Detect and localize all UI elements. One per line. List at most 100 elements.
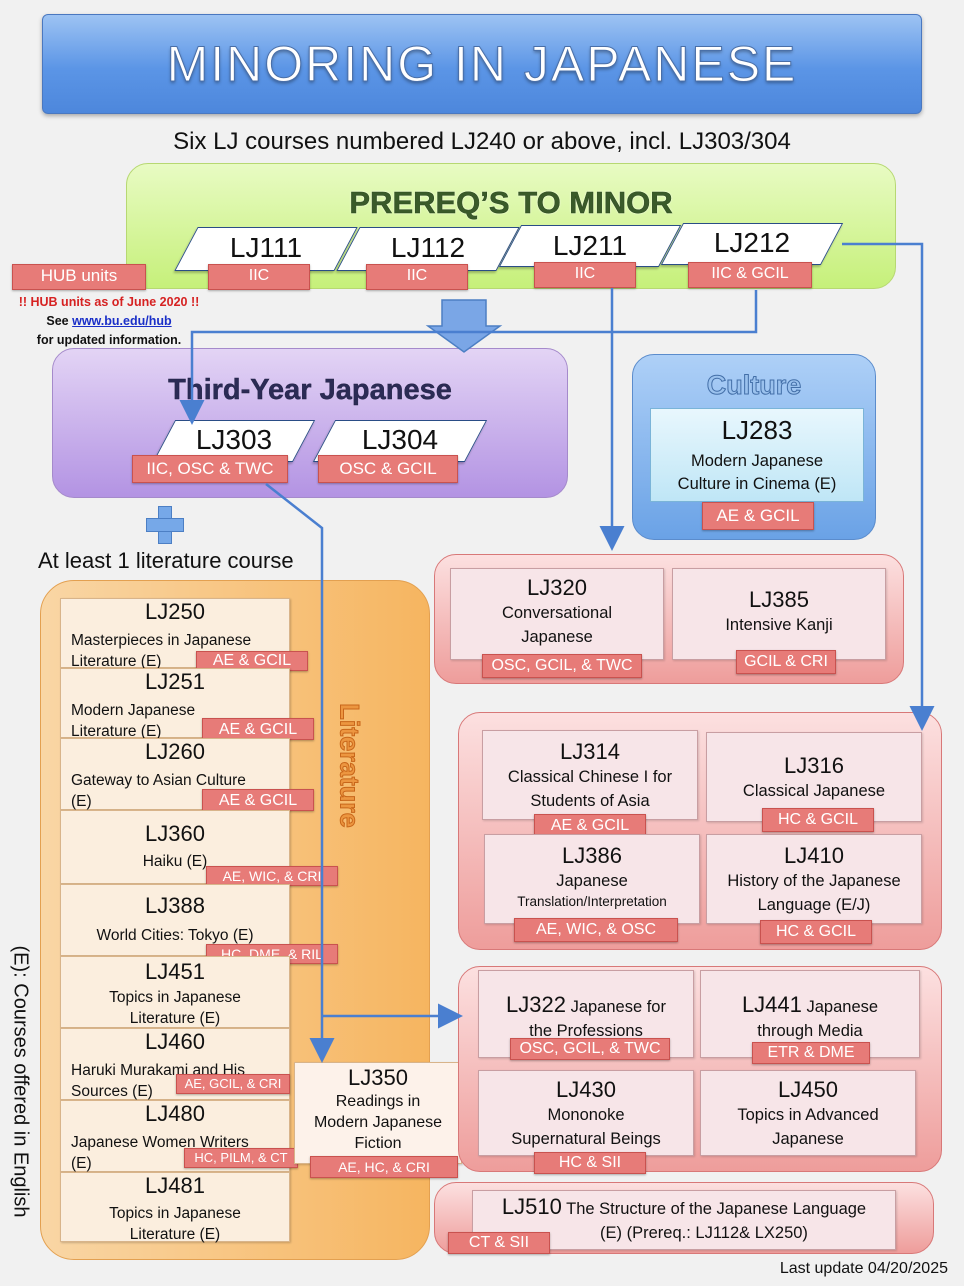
big-down-arrow: [425, 299, 503, 353]
course-lj112-code: LJ112: [390, 232, 466, 263]
course-code: LJ388: [145, 893, 205, 918]
course-lj386: LJ386 Japanese Translation/Interpretatio…: [484, 834, 700, 924]
course-lj283-desc2: Culture in Cinema (E): [677, 475, 837, 493]
hub-tag-lj350: AE, HC, & CRI: [310, 1156, 458, 1178]
course-desc: Language (E/J): [757, 896, 871, 914]
hub-tag-lj303: IIC, OSC & TWC: [132, 455, 288, 483]
course-code: LJ314: [560, 739, 620, 764]
lit-course-lj460: LJ460 Haruki Murakami and His Sources (E…: [60, 1028, 290, 1100]
hub-tag-lj386: AE, WIC, & OSC: [514, 918, 678, 942]
culture-course-card: LJ283 Modern Japanese Culture in Cinema …: [650, 408, 864, 502]
course-desc: Japanese Women Writers: [71, 1134, 249, 1151]
course-desc: Topics in Japanese: [109, 989, 241, 1006]
course-code: LJ350: [348, 1065, 408, 1090]
course-desc: Literature (E): [71, 723, 162, 740]
course-code: LJ510: [501, 1194, 562, 1219]
course-lj314: LJ314 Classical Chinese I for Students o…: [482, 730, 698, 820]
course-desc: Haiku (E): [142, 853, 208, 870]
course-lj304-code: LJ304: [361, 424, 439, 455]
course-desc: through Media: [757, 1022, 863, 1040]
course-title: LJ322 Japanese for: [479, 993, 693, 1019]
course-desc: Japanese: [521, 628, 593, 646]
course-desc: Japanese: [772, 1130, 844, 1148]
hub-tag-lj430: HC & SII: [534, 1152, 646, 1174]
course-lj316: LJ316 Classical Japanese: [706, 732, 922, 822]
course-desc: Topics in Advanced: [737, 1106, 879, 1124]
subtitle: Six LJ courses numbered LJ240 or above, …: [173, 128, 791, 155]
page-title: MINORING IN JAPANESE: [166, 36, 798, 93]
hub-after: for updated information.: [36, 333, 182, 347]
course-code: LJ251: [145, 669, 205, 694]
course-lj212-code: LJ212: [713, 227, 791, 258]
hub-tag-lj211: IIC: [534, 262, 636, 288]
course-lj111-code: LJ111: [229, 232, 303, 263]
hub-tag-lj212: IIC & GCIL: [688, 262, 812, 288]
hub-units-label: HUB units: [12, 264, 146, 290]
hub-tag-lj480: HC, PILM, & CT: [184, 1148, 298, 1168]
course-code: LJ451: [145, 959, 205, 984]
hub-tag-lj322: OSC, GCIL, & TWC: [510, 1038, 670, 1060]
course-desc: Classical Japanese: [742, 782, 886, 800]
hub-note: !! HUB units as of June 2020 !! See www.…: [4, 293, 214, 350]
course-desc: History of the Japanese: [727, 872, 901, 890]
lit-course-lj350: LJ350 Readings in Modern Japanese Fictio…: [294, 1062, 462, 1164]
hub-tag-lj304: OSC & GCIL: [318, 455, 458, 483]
course-lj410: LJ410 History of the Japanese Language (…: [706, 834, 922, 924]
course-code: LJ430: [556, 1077, 616, 1102]
course-desc: Gateway to Asian Culture: [71, 772, 246, 789]
course-desc: Literature (E): [129, 1010, 221, 1027]
course-code: LJ316: [784, 753, 844, 778]
course-lj283-desc1: Modern Japanese: [690, 452, 824, 470]
course-desc: (E): [71, 793, 92, 810]
course-lj430: LJ430 Mononoke Supernatural Beings: [478, 1070, 694, 1156]
course-desc: the Professions: [529, 1022, 643, 1040]
course-desc: Fiction: [354, 1135, 402, 1152]
prereq-title: PREREQ’S TO MINOR: [349, 185, 673, 221]
course-desc: Conversational: [501, 604, 613, 622]
course-desc: Sources (E): [71, 1083, 153, 1100]
lit-course-lj451: LJ451 Topics in Japanese Literature (E): [60, 956, 290, 1028]
hub-tag-lj510: CT & SII: [448, 1232, 550, 1254]
course-lj211-code: LJ211: [552, 230, 628, 261]
course-code: LJ322: [506, 992, 566, 1017]
course-desc: World Cities: Tokyo (E): [96, 927, 254, 944]
plus-icon: [146, 518, 184, 532]
course-desc: Japanese: [806, 998, 879, 1016]
course-code: LJ481: [145, 1173, 205, 1198]
course-code: LJ480: [145, 1101, 205, 1126]
course-title: LJ510 The Structure of the Japanese Lang…: [473, 1195, 895, 1221]
hub-tag-lj283: AE & GCIL: [702, 502, 814, 530]
course-code: LJ386: [562, 843, 622, 868]
hub-link[interactable]: www.bu.edu/hub: [72, 314, 172, 328]
title-banner: MINORING IN JAPANESE: [42, 14, 922, 114]
hub-tag-lj112: IIC: [366, 264, 468, 290]
course-desc: Supernatural Beings: [511, 1130, 661, 1148]
arrow-lj303-to-lj350: [265, 483, 335, 1063]
course-desc: Topics in Japanese: [109, 1205, 241, 1222]
course-code: LJ360: [145, 821, 205, 846]
course-desc: Readings in: [335, 1093, 421, 1110]
course-lj283-code: LJ283: [721, 415, 793, 445]
course-desc: Students of Asia: [530, 792, 650, 810]
course-desc: (E) (Prereq.: LJ112& LX250): [600, 1224, 808, 1242]
hub-warning: !! HUB units as of June 2020 !!: [18, 295, 200, 309]
last-update: Last update 04/20/2025: [779, 1260, 948, 1277]
course-desc: The Structure of the Japanese Language: [566, 1200, 867, 1218]
course-lj450: LJ450 Topics in Advanced Japanese: [700, 1070, 916, 1156]
course-code: LJ450: [778, 1077, 838, 1102]
hub-tag-lj385: GCIL & CRI: [736, 650, 836, 674]
culture-title: Culture: [706, 370, 802, 401]
course-desc: Literature (E): [71, 653, 162, 670]
course-lj303-code: LJ303: [195, 424, 273, 455]
course-code: LJ410: [784, 843, 844, 868]
hub-tag-lj111: IIC: [208, 264, 310, 290]
course-desc: Modern Japanese: [71, 702, 196, 719]
course-desc: Classical Chinese I for: [507, 768, 673, 786]
course-desc: Modern Japanese: [313, 1114, 443, 1131]
course-desc: Literature (E): [129, 1226, 221, 1243]
course-desc: Mononoke: [547, 1106, 625, 1124]
hub-tag-lj441: ETR & DME: [752, 1042, 870, 1064]
arrow-lj212-to-third: [179, 290, 758, 425]
course-code: LJ250: [145, 599, 205, 624]
